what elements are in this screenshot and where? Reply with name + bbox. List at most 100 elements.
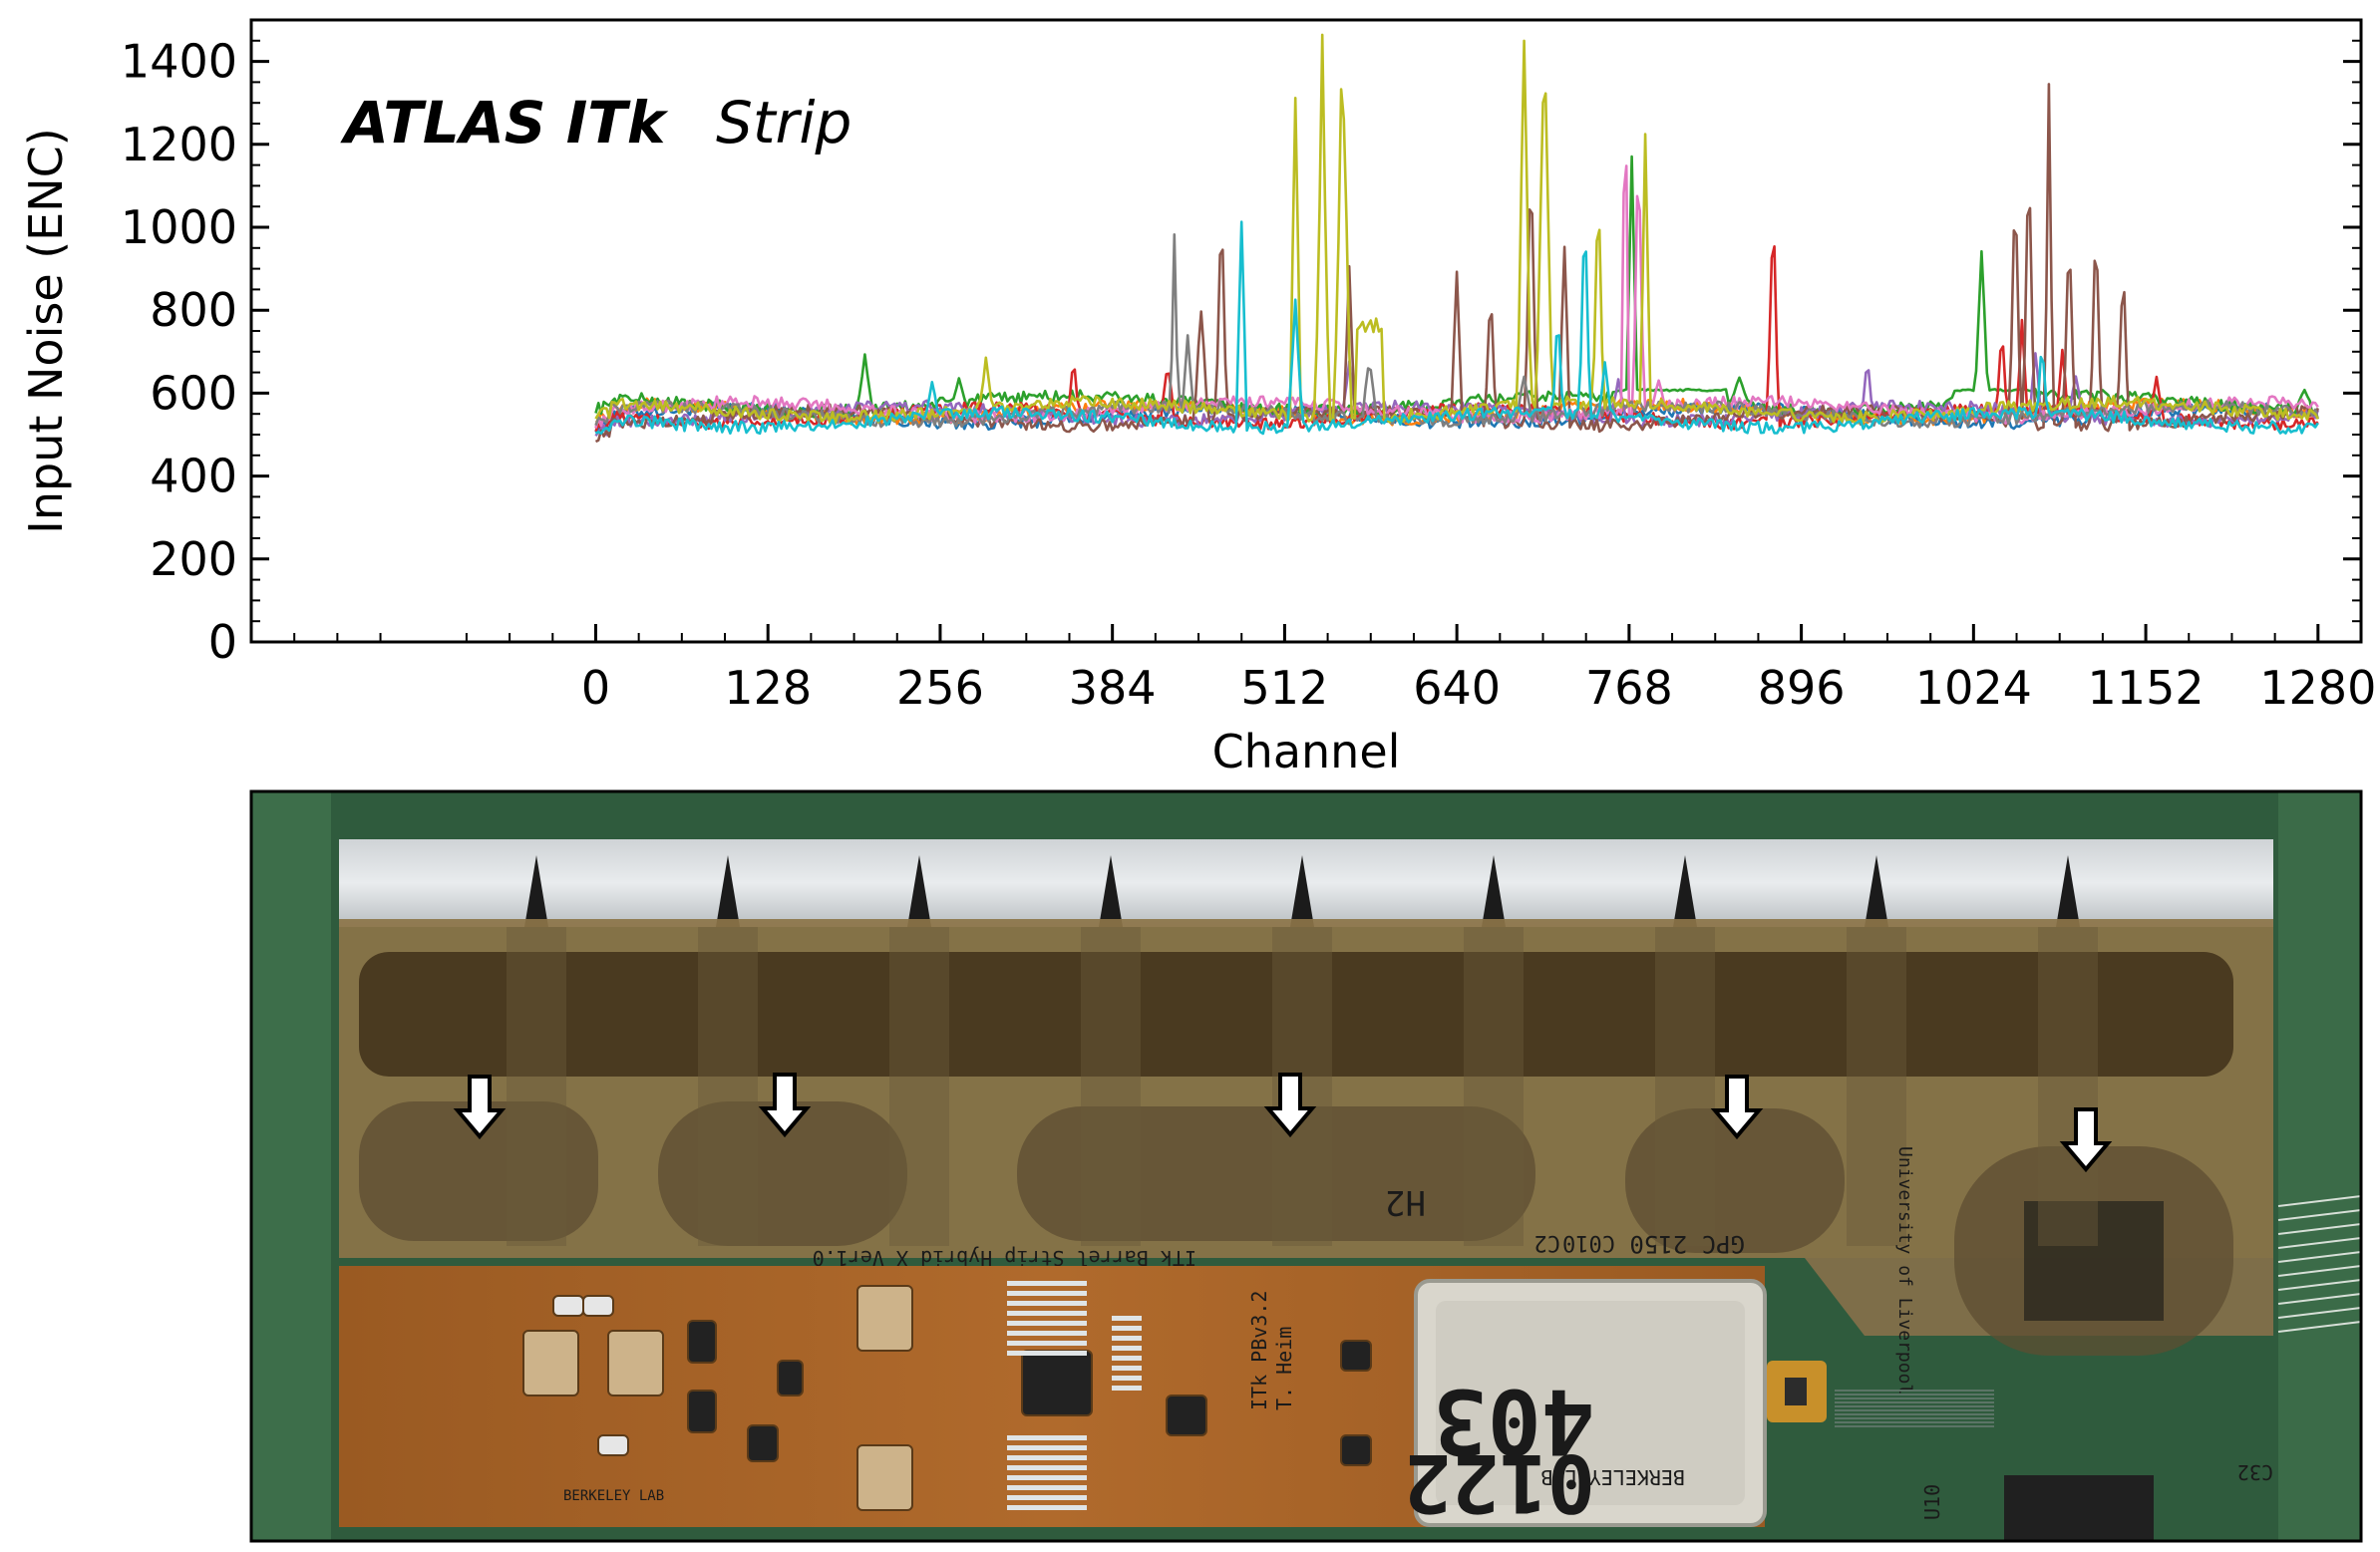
pb-connector-wire (1007, 1465, 1087, 1470)
metal-wedge-5 (1482, 855, 1506, 927)
metal-wedge-7 (1865, 855, 1888, 927)
pb-connector-wire (1007, 1311, 1087, 1316)
pcb-trace (2277, 1307, 2361, 1319)
shield-box-inner (1436, 1301, 1745, 1505)
x-tick-label-10: 1280 (2259, 661, 2376, 715)
pb-connector-wire (1007, 1281, 1087, 1286)
x-tick-label-3: 384 (1069, 661, 1157, 715)
abc-column-7 (1847, 927, 1906, 1246)
flex-oval-4 (1625, 1108, 1845, 1253)
pb-component-9 (777, 1360, 804, 1397)
pb-component-1 (607, 1330, 664, 1397)
shield-label-0122: 0122 (1403, 1436, 1595, 1529)
pb-component-2 (856, 1285, 913, 1352)
pb-component-8 (687, 1390, 717, 1433)
pb-end-connector-pad (1785, 1378, 1807, 1405)
pb-connector-wire (1007, 1485, 1087, 1490)
series-layer (594, 33, 2320, 444)
abc-column-8 (2038, 927, 2098, 1246)
pb-connector-wire (1007, 1505, 1087, 1510)
pb-connector-wire (1007, 1475, 1087, 1480)
chart-annotation-italic: Strip (716, 89, 851, 156)
pb-component-5 (582, 1295, 614, 1317)
flex-oval-2 (658, 1101, 907, 1246)
module-photo: H2 GPC 2150 C010 C2 ITk Barrel Strip Hyb… (251, 791, 2361, 1541)
pcb-label-c32: C32 (2237, 1460, 2273, 1484)
arrows (453, 1073, 2113, 1173)
y-tick-label-7: 1400 (121, 35, 237, 89)
pb-component-14 (1340, 1434, 1372, 1466)
pb-connector-wire (1007, 1341, 1087, 1346)
pb-connector-wire (1007, 1321, 1087, 1326)
pb-label-lab: BERKELEY LAB (563, 1488, 664, 1504)
x-tick-label-9: 1152 (2088, 661, 2205, 715)
flex-ovals (359, 1101, 2233, 1356)
pb-connector-wire (1007, 1291, 1087, 1296)
metal-wedge-4 (1290, 855, 1314, 927)
metal-wedge-8 (2056, 855, 2080, 927)
pcb-trace (2277, 1195, 2361, 1207)
y-tick-label-2: 400 (150, 450, 237, 503)
pb-connector-wire (1112, 1386, 1142, 1391)
series-line-8 (594, 33, 2319, 425)
pb-component-4 (552, 1295, 584, 1317)
pcb-trace (2277, 1223, 2361, 1235)
metal-wedge-3 (1099, 855, 1123, 927)
abc-column-3 (1081, 927, 1141, 1246)
x-tick-label-1: 128 (724, 661, 812, 715)
y-tick-label-5: 1000 (121, 200, 237, 254)
y-axis-label: Input Noise (ENC) (19, 128, 73, 533)
pcb-trace (2277, 1279, 2361, 1291)
pcb-trace (2277, 1209, 2361, 1221)
metal-wedge-2 (907, 855, 931, 927)
pb-connector-wire (1007, 1331, 1087, 1336)
abc-chip-columns (507, 927, 2098, 1246)
pb-connector-wire (1007, 1351, 1087, 1356)
arrow-0 (453, 1075, 507, 1140)
pb-connector-wire (1007, 1435, 1087, 1440)
pcb-left-strip (251, 791, 331, 1541)
y-tick-label-0: 0 (208, 615, 237, 669)
abc-column-6 (1655, 927, 1715, 1246)
pb-component-6 (597, 1434, 629, 1456)
chip-label-liverpool: University of Liverpool (1894, 1146, 1915, 1395)
x-tick-label-4: 512 (1241, 661, 1329, 715)
x-axis-label: Channel (1212, 725, 1401, 778)
y-tick-label-6: 1200 (121, 118, 237, 171)
pb-connector-1 (1007, 1435, 1087, 1510)
pb-label-author: T. Heim (1272, 1327, 1296, 1410)
pcb-trace (2277, 1251, 2361, 1263)
x-tick-label-2: 256 (896, 661, 984, 715)
arrow-2 (1263, 1073, 1317, 1138)
flex-oval-3 (1017, 1106, 1535, 1241)
x-tick-label-6: 768 (1585, 661, 1673, 715)
series-line-9 (594, 220, 2319, 436)
powerboard-components (522, 1285, 1372, 1511)
pb-component-10 (747, 1424, 779, 1462)
hybrid-dark-band (359, 952, 2233, 1077)
pcb-chip (2004, 1475, 2154, 1541)
pb-connector-wire (1112, 1336, 1142, 1341)
pcb-label-u10: U10 (1920, 1484, 1944, 1520)
pb-component-12 (1166, 1395, 1207, 1436)
pcb-trace (2277, 1237, 2361, 1249)
x-tick-label-8: 1024 (1915, 661, 2032, 715)
pb-connector-wire (1007, 1301, 1087, 1306)
pb-connector-wire (1112, 1346, 1142, 1351)
pcb-traces (1835, 1195, 2361, 1427)
y-tick-label-4: 800 (150, 283, 237, 337)
pb-connector-0 (1007, 1281, 1087, 1356)
hcc-chip (2024, 1201, 2164, 1321)
abc-column-0 (507, 927, 566, 1246)
pb-connector-wire (1007, 1445, 1087, 1450)
arrow-1 (758, 1073, 812, 1138)
pcb-trace (2277, 1265, 2361, 1277)
chip-label-c010: C010 (1562, 1230, 1615, 1255)
abc-column-1 (698, 927, 758, 1246)
flex-oval-1 (359, 1101, 598, 1241)
y-tick-label-1: 200 (150, 532, 237, 586)
pcb-right-strip (2278, 791, 2361, 1541)
